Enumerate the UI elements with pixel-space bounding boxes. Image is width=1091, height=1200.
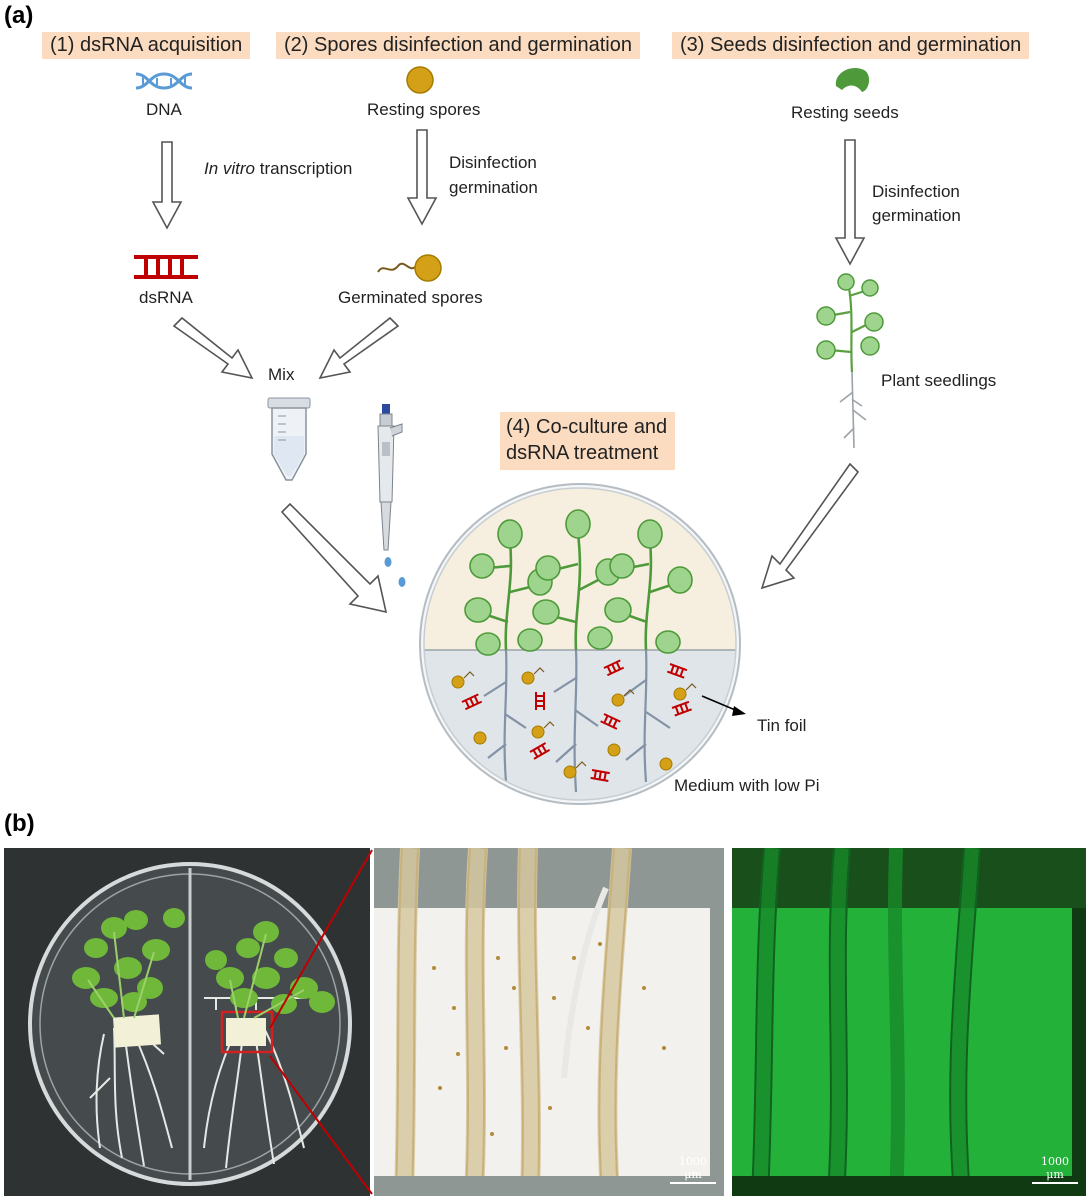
tin-foil-label: Tin foil bbox=[757, 716, 807, 735]
petri-dish-diagram bbox=[419, 483, 741, 805]
seedling-icon bbox=[816, 273, 884, 449]
scale-line-middle bbox=[670, 1182, 716, 1184]
resting-spore-icon bbox=[406, 66, 434, 94]
scale-label-middle: 1000 μm bbox=[679, 1155, 707, 1181]
zoom-box bbox=[220, 1010, 274, 1054]
arrow-seeds-icon bbox=[834, 139, 866, 266]
dna-icon bbox=[135, 72, 193, 90]
arrow-seedlings-to-dish-icon bbox=[760, 462, 860, 590]
step-4-label: (4) Co-culture and dsRNA treatment bbox=[500, 412, 676, 470]
step-4-line1: (4) Co-culture and bbox=[506, 416, 668, 438]
brightfield-photo-art bbox=[374, 848, 724, 1196]
dsrna-label: dsRNA bbox=[139, 288, 193, 307]
panel-b-letter: (b) bbox=[4, 810, 35, 837]
panel-a-letter: (a) bbox=[4, 2, 34, 29]
step-4-line2: dsRNA treatment bbox=[506, 442, 659, 464]
fluorescence-photo-art bbox=[732, 848, 1086, 1196]
step-3-label: (3) Seeds disinfection and germination bbox=[672, 32, 1030, 59]
dna-label: DNA bbox=[146, 100, 182, 119]
seed-step-line2: germination bbox=[872, 206, 961, 225]
tube-icon bbox=[267, 397, 311, 481]
pipette-icon bbox=[377, 404, 406, 587]
germinated-spore-icon bbox=[377, 254, 442, 282]
tin-foil-pointer-icon bbox=[701, 695, 746, 716]
fluorescence-photo: 1000 μm bbox=[732, 848, 1086, 1196]
seed-step-line1: Disinfection bbox=[872, 182, 960, 201]
mix-label: Mix bbox=[268, 365, 295, 384]
scale-bar-middle: 1000 μm bbox=[670, 1155, 716, 1184]
seed-icon bbox=[835, 67, 870, 92]
dsrna-icon bbox=[134, 255, 198, 279]
arrow-dna-to-dsrna-icon bbox=[151, 141, 183, 230]
zoom-connector-lines bbox=[269, 849, 373, 1195]
resting-spores-label: Resting spores bbox=[367, 100, 481, 119]
step-2-label: (2) Spores disinfection and germination bbox=[276, 32, 640, 59]
transcription-label: In vitro transcription bbox=[204, 159, 352, 179]
plant-seedlings-label: Plant seedlings bbox=[881, 371, 997, 390]
arrow-spores-icon bbox=[406, 129, 438, 226]
spore-step-line1: Disinfection bbox=[449, 153, 537, 172]
arrow-mix-to-dish-icon bbox=[280, 502, 388, 614]
transcription-rest: transcription bbox=[255, 159, 353, 178]
resting-seeds-label: Resting seeds bbox=[791, 103, 899, 122]
scale-line-right bbox=[1032, 1182, 1078, 1184]
scale-bar-right: 1000 μm bbox=[1032, 1155, 1078, 1184]
scale-label-right: 1000 μm bbox=[1041, 1155, 1069, 1181]
arrow-spores-to-mix-icon bbox=[318, 316, 400, 380]
brightfield-photo: 1000 μm bbox=[374, 848, 724, 1196]
transcription-italic: In vitro bbox=[204, 159, 256, 178]
germinated-spores-label: Germinated spores bbox=[338, 288, 483, 307]
spore-step-line2: germination bbox=[449, 178, 538, 197]
medium-label: Medium with low Pi bbox=[674, 776, 820, 795]
arrow-dsrna-to-mix-icon bbox=[172, 316, 254, 380]
step-1-label: (1) dsRNA acquisition bbox=[42, 32, 251, 59]
